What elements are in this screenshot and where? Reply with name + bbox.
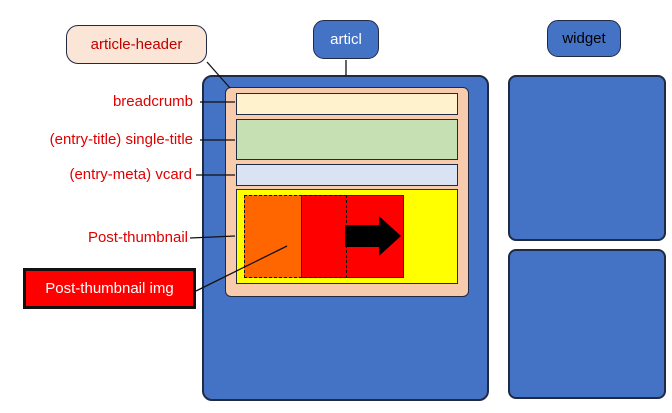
entry-meta-box [236,164,458,186]
article-header-tag-label: article-header [90,36,183,53]
entry-meta-label: (entry-meta) vcard [69,166,192,183]
post-thumbnail-label: Post-thumbnail [87,229,188,246]
entry-title-box [236,119,458,160]
article-header-tag: article-header [66,25,207,64]
article-tag-label: articl [330,31,362,48]
article-tag: articl [313,20,379,59]
entry-title-label: (entry-title) single-title [49,131,193,148]
breadcrumb-box [236,93,458,115]
widget-tag-label: widget [562,30,606,47]
post-thumbnail-img-tag: Post-thumbnail img [23,268,196,309]
widget-tag: widget [547,20,621,57]
thumbnail-img-dashed-outline [244,195,347,278]
post-thumbnail-img-tag-label: Post-thumbnail img [45,280,174,297]
right-arrow-icon [345,216,401,256]
widget-box-bottom [508,249,666,399]
widget-box-top [508,75,666,241]
breadcrumb-label: breadcrumb [112,93,193,110]
